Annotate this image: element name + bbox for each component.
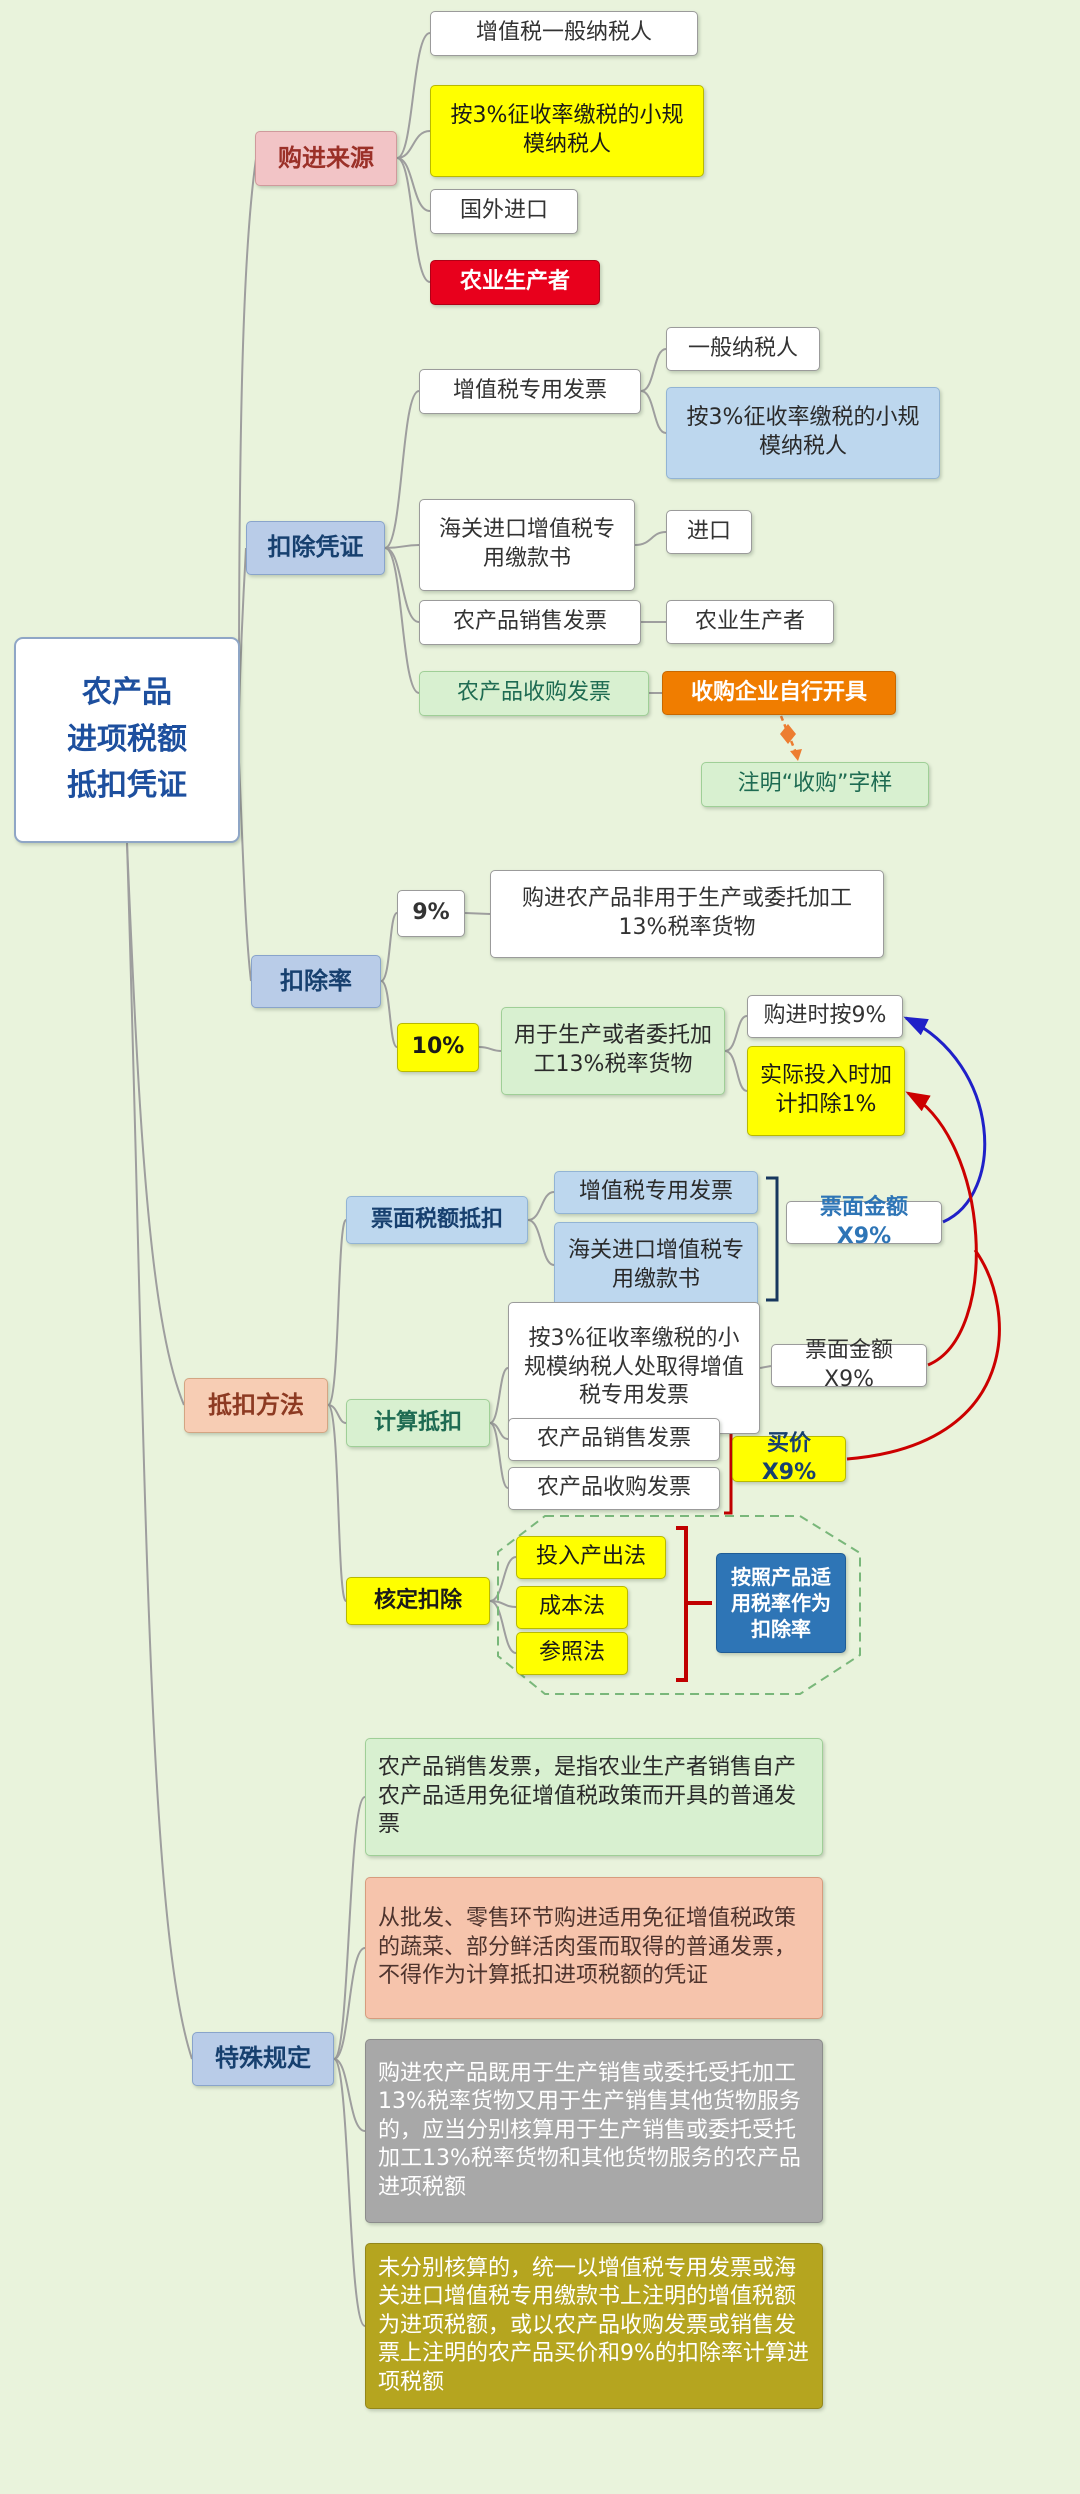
arrow-calc-to-extra1 (905, 1091, 978, 1367)
node-buy-at-9pct: 购进时按9% (747, 995, 903, 1038)
node-reference-method: 参照法 (516, 1632, 628, 1675)
node-input-output-method: 投入产出法 (516, 1536, 666, 1579)
node-face-amount-x9: 票面金额X9% (786, 1195, 942, 1249)
node-special-wholesale-retail-exclusion: 从批发、零售环节购进适用免征增值税政策的蔬菜、部分鲜活肉蛋而取得的普通发票，不得… (365, 1877, 823, 2019)
node-rate-10pct: 10% (397, 1023, 479, 1072)
node-agri-purchase-invoice: 农产品收购发票 (419, 671, 649, 716)
node-face-value-deduction: 票面税额抵扣 (346, 1196, 528, 1244)
node-import: 进口 (666, 510, 752, 554)
node-special-sales-invoice-definition: 农产品销售发票，是指农业生产者销售自产农产品适用免征增值税政策而开具的普通发票 (365, 1738, 823, 1856)
node-rate-9pct-desc: 购进农产品非用于生产或委托加工13%税率货物 (490, 870, 884, 958)
node-calc-purchase-invoice: 农产品收购发票 (508, 1467, 720, 1510)
node-agri-producer: 农业生产者 (666, 600, 834, 644)
node-customs-import-payment-note: 海关进口增值税专用缴款书 (419, 499, 635, 591)
bracket-verified-group (676, 1526, 688, 1682)
node-extra-1pct-deduction: 实际投入时加计扣除1% (747, 1046, 905, 1136)
arrow-face-to-buy9 (903, 1016, 987, 1224)
node-self-issued-by-buyer: 收购企业自行开具 (662, 671, 896, 715)
node-cost-method: 成本法 (516, 1586, 628, 1629)
node-marked-purchase-wording: 注明“收购”字样 (701, 762, 929, 807)
branch-deduction-voucher: 扣除凭证 (246, 521, 385, 575)
branch-deduction-rate: 扣除率 (251, 955, 381, 1008)
root-node: 农产品 进项税额 抵扣凭证 (14, 637, 240, 843)
node-calc-face-amount-x9: 票面金额X9% (771, 1338, 927, 1392)
node-agri-sales-invoice: 农产品销售发票 (419, 600, 641, 645)
node-buy-price-x9: 买价X9% (732, 1431, 846, 1485)
bracket-face-group (766, 1176, 779, 1302)
node-verified-rate-rule: 按照产品适用税率作为扣除率 (716, 1553, 846, 1653)
arrow-price-to-extra1 (846, 1249, 1001, 1461)
node-vat-general-taxpayer: 增值税一般纳税人 (430, 11, 698, 56)
node-calc-sales-invoice: 农产品销售发票 (508, 1418, 720, 1461)
node-face-customs-note: 海关进口增值税专用缴款书 (554, 1222, 758, 1309)
node-special-not-separately-accounted: 未分别核算的，统一以增值税专用发票或海关进口增值税专用缴款书上注明的增值税额为进… (365, 2243, 823, 2409)
verified-group-boundary (497, 1515, 861, 1695)
node-general-taxpayer: 一般纳税人 (666, 327, 820, 371)
node-rate-9pct: 9% (397, 890, 465, 937)
branch-special-provisions: 特殊规定 (192, 2032, 334, 2086)
self-issued-note-link (779, 715, 802, 761)
node-vat-special-invoice: 增值税专用发票 (419, 369, 641, 414)
branch-purchase-source: 购进来源 (255, 131, 397, 186)
branch-deduction-method: 抵扣方法 (184, 1378, 328, 1433)
node-calculated-deduction: 计算抵扣 (346, 1399, 490, 1447)
node-small-taxpayer-3pct: 按3%征收率缴税的小规模纳税人 (666, 387, 940, 479)
node-foreign-import: 国外进口 (430, 189, 578, 234)
node-calc-small-taxpayer-invoice: 按3%征收率缴税的小规模纳税人处取得增值税专用发票 (508, 1302, 760, 1434)
branch-connectors (126, 32, 772, 2327)
node-rate-10pct-desc: 用于生产或者委托加工13%税率货物 (501, 1007, 725, 1095)
node-face-vat-invoice: 增值税专用发票 (554, 1171, 758, 1214)
node-small-scale-taxpayer-3pct: 按3%征收率缴税的小规模纳税人 (430, 85, 704, 177)
node-verified-deduction: 核定扣除 (346, 1577, 490, 1625)
node-agricultural-producer: 农业生产者 (430, 260, 600, 305)
node-special-separate-accounting: 购进农产品既用于生产销售或委托受托加工13%税率货物又用于生产销售其他货物服务的… (365, 2039, 823, 2223)
